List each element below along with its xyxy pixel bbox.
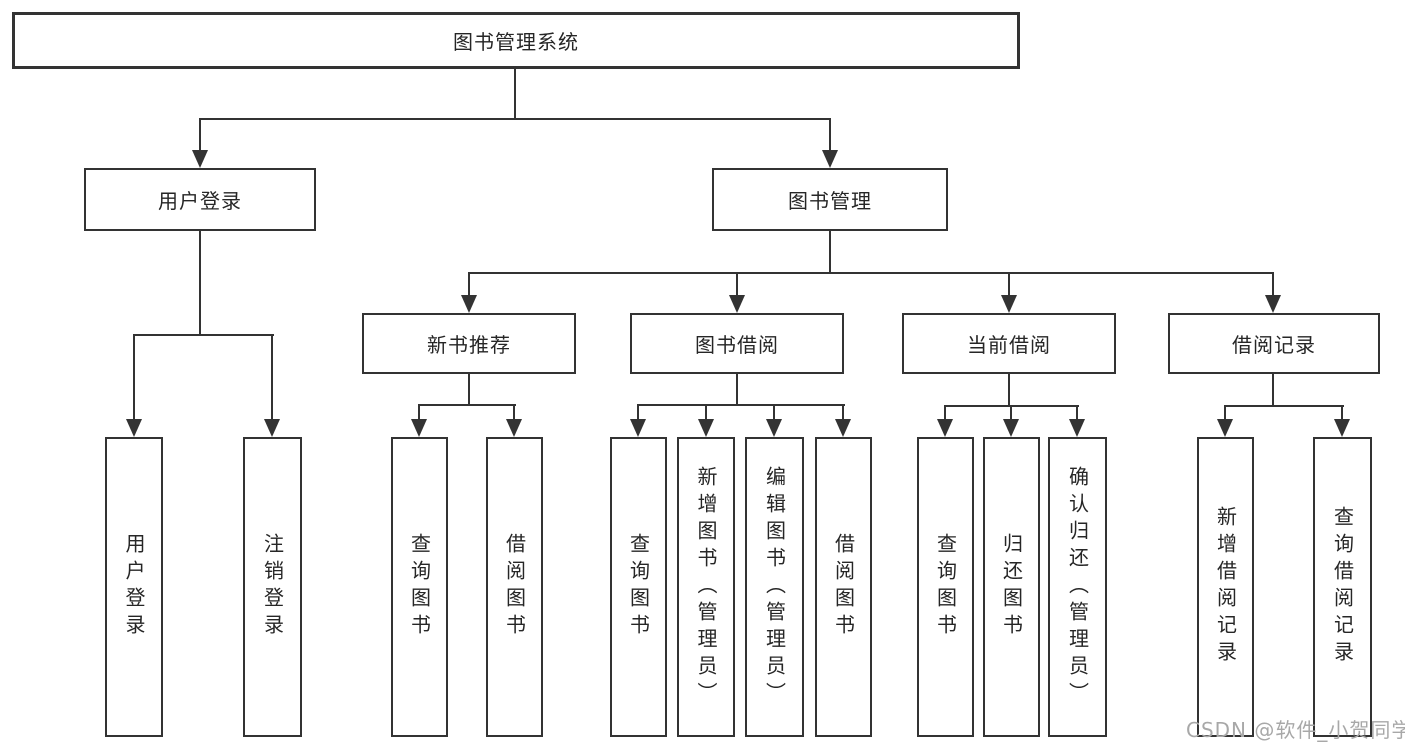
connector-hline xyxy=(133,334,274,336)
connector-vline xyxy=(418,404,420,421)
leaf-label: 查询图书 xyxy=(407,533,432,641)
leaf-label: 新增图书（管理员） xyxy=(694,465,718,709)
connector-vline xyxy=(199,118,201,152)
leaf-label: 借阅图书 xyxy=(831,533,856,641)
node-user-login: 用户登录 xyxy=(84,168,316,231)
leaf-return-books: 归还图书 xyxy=(983,437,1040,737)
leaf-confirm-return-admin: 确认归还（管理员） xyxy=(1048,437,1107,737)
connector-vline xyxy=(1272,272,1274,296)
leaf-label: 用户登录 xyxy=(122,533,146,641)
leaf-borrow-books-recommend: 借阅图书 xyxy=(486,437,543,737)
node-book-borrow: 图书借阅 xyxy=(630,313,844,374)
arrowhead-down-icon xyxy=(126,419,142,437)
arrowhead-down-icon xyxy=(1265,295,1281,313)
arrowhead-down-icon xyxy=(835,419,851,437)
node-root: 图书管理系统 xyxy=(12,12,1020,69)
connector-vline xyxy=(133,334,135,420)
connector-vline xyxy=(513,404,515,421)
leaf-label: 确认归还（管理员） xyxy=(1065,465,1090,709)
connector-vline xyxy=(736,272,738,296)
leaf-label: 查询图书 xyxy=(933,533,958,641)
leaf-user-login: 用户登录 xyxy=(105,437,163,737)
node-label: 新书推荐 xyxy=(427,333,511,357)
arrowhead-down-icon xyxy=(937,419,953,437)
connector-vline xyxy=(705,404,707,421)
node-label: 图书管理 xyxy=(788,189,872,213)
arrowhead-down-icon xyxy=(822,150,838,168)
leaf-label: 查询借阅记录 xyxy=(1330,506,1355,668)
connector-vline xyxy=(271,334,273,420)
arrowhead-down-icon xyxy=(698,419,714,437)
connector-vline xyxy=(1224,405,1226,421)
leaf-query-books-borrow: 查询图书 xyxy=(610,437,667,737)
leaf-label: 查询图书 xyxy=(626,533,651,641)
connector-hline xyxy=(1224,405,1344,407)
node-borrow-records: 借阅记录 xyxy=(1168,313,1380,374)
leaf-query-borrow-record: 查询借阅记录 xyxy=(1313,437,1372,737)
leaf-label: 注销登录 xyxy=(260,533,285,641)
arrowhead-down-icon xyxy=(1217,419,1233,437)
arrowhead-down-icon xyxy=(1003,419,1019,437)
connector-vline xyxy=(1341,405,1343,421)
leaf-label: 借阅图书 xyxy=(502,533,527,641)
arrowhead-down-icon xyxy=(264,419,280,437)
connector-hline xyxy=(468,272,1274,274)
node-label: 用户登录 xyxy=(158,189,242,213)
connector-vline xyxy=(199,231,201,335)
connector-vline xyxy=(773,404,775,421)
connector-vline xyxy=(1076,405,1078,421)
connector-vline xyxy=(1010,405,1012,421)
connector-vline xyxy=(468,272,470,296)
leaf-label: 新增借阅记录 xyxy=(1213,506,1238,668)
connector-vline xyxy=(829,118,831,152)
connector-vline xyxy=(829,231,831,273)
leaf-edit-book-admin: 编辑图书（管理员） xyxy=(745,437,804,737)
connector-hline xyxy=(199,118,831,120)
leaf-add-book-admin: 新增图书（管理员） xyxy=(677,437,735,737)
leaf-logout: 注销登录 xyxy=(243,437,302,737)
arrowhead-down-icon xyxy=(766,419,782,437)
connector-vline xyxy=(468,374,470,405)
connector-vline xyxy=(1008,272,1010,296)
arrowhead-down-icon xyxy=(630,419,646,437)
csdn-watermark: CSDN @软件_小贺同学 xyxy=(1186,718,1405,742)
arrowhead-down-icon xyxy=(729,295,745,313)
node-label: 图书借阅 xyxy=(695,333,779,357)
connector-hline xyxy=(637,404,845,406)
leaf-label: 归还图书 xyxy=(999,533,1024,641)
arrowhead-down-icon xyxy=(1001,295,1017,313)
connector-vline xyxy=(637,404,639,421)
arrowhead-down-icon xyxy=(192,150,208,168)
leaf-label: 编辑图书（管理员） xyxy=(762,465,787,709)
node-book-management: 图书管理 xyxy=(712,168,948,231)
arrowhead-down-icon xyxy=(1334,419,1350,437)
leaf-query-books-recommend: 查询图书 xyxy=(391,437,448,737)
connector-hline xyxy=(418,404,516,406)
connector-vline xyxy=(736,374,738,405)
arrowhead-down-icon xyxy=(506,419,522,437)
node-new-book-recommend: 新书推荐 xyxy=(362,313,576,374)
connector-vline xyxy=(1272,374,1274,406)
arrowhead-down-icon xyxy=(461,295,477,313)
leaf-add-borrow-record: 新增借阅记录 xyxy=(1197,437,1254,737)
node-label: 借阅记录 xyxy=(1232,333,1316,357)
arrowhead-down-icon xyxy=(411,419,427,437)
connector-vline xyxy=(514,69,516,118)
node-current-borrow: 当前借阅 xyxy=(902,313,1116,374)
node-label: 当前借阅 xyxy=(967,333,1051,357)
node-label: 图书管理系统 xyxy=(453,30,579,54)
connector-vline xyxy=(842,404,844,421)
leaf-borrow-books: 借阅图书 xyxy=(815,437,872,737)
arrowhead-down-icon xyxy=(1069,419,1085,437)
leaf-query-books-current: 查询图书 xyxy=(917,437,974,737)
connector-vline xyxy=(1008,374,1010,406)
connector-vline xyxy=(944,405,946,421)
